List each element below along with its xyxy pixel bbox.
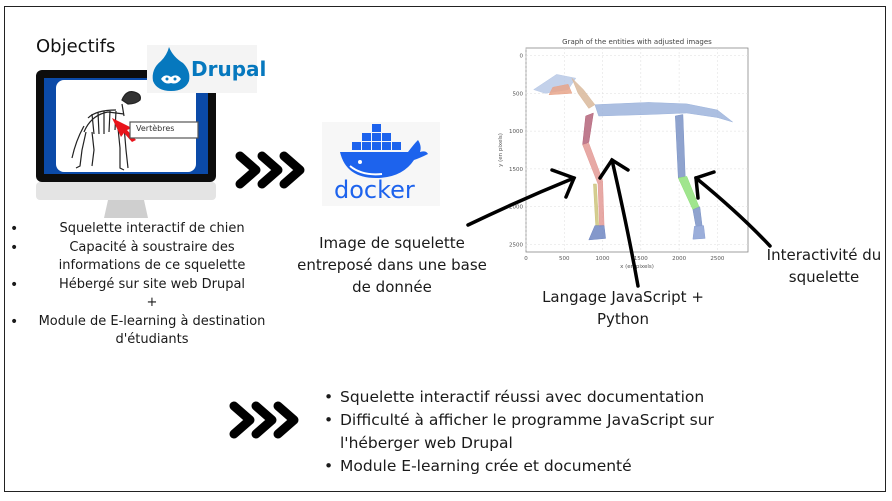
caption-database: Image de squelette entreposé dans une ba… <box>297 234 487 296</box>
monitor-stand <box>104 200 148 218</box>
front-paw-bone <box>588 225 606 241</box>
y-tick-label: 2500 <box>509 242 523 248</box>
dog-skeleton-icon <box>71 91 141 171</box>
slide-title: Objectifs <box>36 36 116 57</box>
y-tick-label: 500 <box>513 91 524 97</box>
arrowhead-front-leg <box>550 168 577 199</box>
x-tick-label: 2500 <box>710 256 724 262</box>
hind-paw-bone <box>692 225 706 240</box>
caption-interactivity: Interactivité du squelette <box>766 246 882 286</box>
objectives-list: Squelette interactif de chien Capacité à… <box>10 220 272 350</box>
chart-title: Graph of the entities with adjusted imag… <box>562 38 712 46</box>
result-item: Difficulté à afficher le programme JavaS… <box>322 409 762 455</box>
y-axis-label: y (en pixels) <box>498 133 504 167</box>
drupal-logo: Drupal <box>147 45 266 93</box>
front-upper-leg-bone <box>582 142 603 185</box>
x-axis-label: x (en pixels) <box>620 264 654 270</box>
y-tick-label: 2000 <box>509 205 523 211</box>
x-tick-label: 500 <box>559 256 570 262</box>
arrow-to-front-leg <box>466 176 576 227</box>
x-tick-label: 1000 <box>596 256 610 262</box>
objective-item: Hébergé sur site web Drupal <box>10 276 272 295</box>
docker-whale-icon <box>340 124 428 178</box>
x-tick-label: 0 <box>524 256 528 262</box>
arrow-to-leg-joint <box>610 158 640 288</box>
x-tick-label: 1500 <box>634 256 648 262</box>
y-tick-label: 0 <box>520 54 524 60</box>
objective-item: Squelette interactif de chien <box>10 220 272 239</box>
arrowhead-leg-joint <box>598 157 630 180</box>
scapula-bone <box>582 112 594 146</box>
objective-item: Capacité à soustraire des informations d… <box>10 239 272 276</box>
vertebrae-label-box <box>129 121 199 139</box>
neck-vertebrae <box>571 78 596 109</box>
drupal-wordmark: Drupal <box>191 57 267 81</box>
jaw-bone <box>548 84 573 96</box>
hind-tibia-bone <box>677 176 700 211</box>
hind-femur-bone <box>675 114 686 179</box>
result-item: Squelette interactif réussi avec documen… <box>322 386 762 409</box>
arrowhead-hind-leg <box>694 170 716 200</box>
monitor-illustration <box>36 70 216 218</box>
x-tick-label: 2000 <box>672 256 686 262</box>
caption-languages: Langage JavaScript + Python <box>542 288 704 328</box>
result-item: Module E-learning crée et documenté <box>322 455 762 478</box>
y-tick-label: 1000 <box>509 129 523 135</box>
drupal-drop-icon <box>152 47 190 91</box>
objectives-plus: + <box>146 295 158 310</box>
vertebrae-label: Vertèbres <box>136 124 175 133</box>
arrow-to-hind-leg <box>694 176 772 248</box>
triple-chevron-icon <box>235 151 305 189</box>
results-list: Squelette interactif réussi avec documen… <box>322 386 762 478</box>
monitor-chin <box>36 182 216 200</box>
y-tick-label: 1500 <box>509 167 523 173</box>
docker-logo: docker <box>322 122 440 206</box>
skeleton-chart: Graph of the entities with adjusted imag… <box>498 38 749 270</box>
spine-vertebrae <box>594 102 733 123</box>
objective-item: Module de E-learning à destination d'étu… <box>10 313 272 350</box>
results-chevron-icon <box>229 401 299 439</box>
docker-wordmark: docker <box>334 176 415 204</box>
